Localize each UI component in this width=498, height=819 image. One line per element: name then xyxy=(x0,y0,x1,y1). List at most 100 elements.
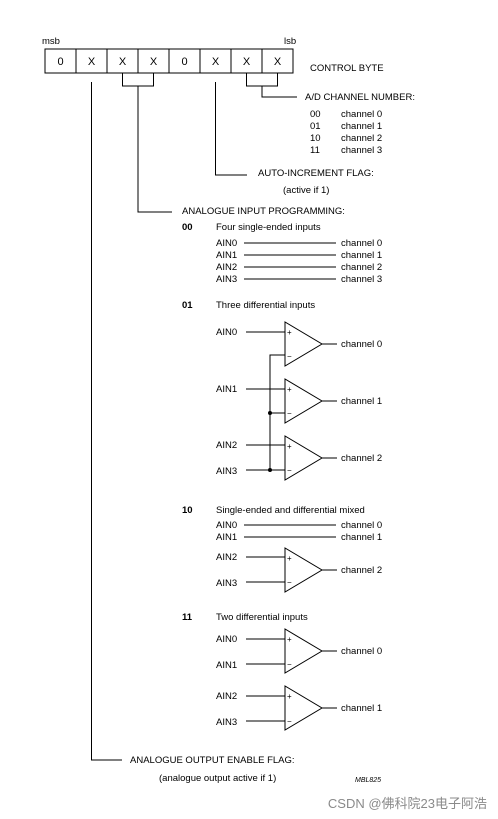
bit-6-value: X xyxy=(88,56,96,68)
bit-0-cell xyxy=(261,48,294,74)
control-byte-caption: CONTROL BYTE xyxy=(310,63,384,74)
mode-11-ch1: channel 1 xyxy=(341,703,382,714)
mode-01-opamp-2 xyxy=(284,435,323,481)
mode-01-ch2: channel 2 xyxy=(341,453,382,464)
mode-01-ain2: AIN2 xyxy=(216,440,237,451)
mode-01-opamp-1-minus: − xyxy=(287,409,292,418)
mode-10-ain3: AIN3 xyxy=(216,578,237,589)
mode-11-code: 11 xyxy=(182,612,193,623)
mode-01-ain3: AIN3 xyxy=(216,466,237,477)
mode-00-ain0: AIN0 xyxy=(216,238,237,249)
mode-00-ch1: channel 1 xyxy=(341,250,382,261)
mode-10-ain2: AIN2 xyxy=(216,552,237,563)
mode-01-opamp-0 xyxy=(284,321,323,367)
mode-10-ain1: AIN1 xyxy=(216,532,237,543)
mode-00-ch0: channel 0 xyxy=(341,238,382,249)
mode-01-opamp-0-minus: − xyxy=(287,352,292,361)
mode-10-opamp-minus: − xyxy=(287,578,292,587)
channel-label-1: channel 1 xyxy=(341,121,382,132)
channel-code-00: 00 xyxy=(310,109,321,120)
channel-code-11: 11 xyxy=(310,145,320,156)
channel-label-3: channel 3 xyxy=(341,145,382,156)
mode-00-ain2: AIN2 xyxy=(216,262,237,273)
mode-11-ain1: AIN1 xyxy=(216,660,237,671)
mode-10-ch0: channel 0 xyxy=(341,520,382,531)
mode-11-opamp-1-plus: + xyxy=(287,692,292,701)
bit-5-value: X xyxy=(119,56,127,68)
mode-01-opamp-2-plus: + xyxy=(287,442,292,451)
mode-01-opamp-1-plus: + xyxy=(287,385,292,394)
mode-10-ch2: channel 2 xyxy=(341,565,382,576)
mode-01-opamp-0-plus: + xyxy=(287,328,292,337)
mode-00-desc: Four single-ended inputs xyxy=(216,222,321,233)
auto-increment-leader xyxy=(215,82,247,176)
auto-increment-title: AUTO-INCREMENT FLAG: xyxy=(258,168,374,179)
mode-10-code: 10 xyxy=(182,505,193,516)
auto-increment-note: (active if 1) xyxy=(283,185,329,196)
mode-01-ain0: AIN0 xyxy=(216,327,237,338)
mode-01-ain3-bus xyxy=(269,354,285,470)
channel-number-bracket xyxy=(246,73,297,98)
mode-10-circuit: AIN0 AIN1 channel 0 channel 1 AIN2 AIN3 … xyxy=(216,520,382,593)
mode-10-ain0: AIN0 xyxy=(216,520,237,531)
bit-7-cell xyxy=(44,48,77,74)
mode-10-opamp-plus: + xyxy=(287,554,292,563)
bit-0-value: X xyxy=(274,56,282,68)
output-enable-leader xyxy=(91,82,122,761)
mode-11-opamp-1 xyxy=(284,685,323,731)
figure-tag: MBL825 xyxy=(355,777,381,784)
mode-01-junction-b xyxy=(268,468,272,472)
mode-01-ain1: AIN1 xyxy=(216,384,237,395)
bit-2-value: X xyxy=(212,56,220,68)
mode-00-lines: AIN0 AIN1 AIN2 AIN3 channel 0 channel 1 … xyxy=(216,238,382,285)
mode-00-ch3: channel 3 xyxy=(341,274,382,285)
mode-11-desc: Two differential inputs xyxy=(216,612,308,623)
channel-code-10: 10 xyxy=(310,133,321,144)
channel-number-title: A/D CHANNEL NUMBER: xyxy=(305,92,415,103)
lsb-label: lsb xyxy=(284,36,296,47)
mode-10-ch1: channel 1 xyxy=(341,532,382,543)
mode-11-opamp-1-minus: − xyxy=(287,717,292,726)
channel-code-01: 01 xyxy=(310,121,321,132)
bit-1-value: X xyxy=(243,56,251,68)
mode-00-ain3: AIN3 xyxy=(216,274,237,285)
output-enable-title: ANALOGUE OUTPUT ENABLE FLAG: xyxy=(130,755,295,766)
channel-label-0: channel 0 xyxy=(341,109,382,120)
watermark: CSDN @佛科院23电子阿浩 xyxy=(328,796,487,811)
mode-01-opamp-2-minus: − xyxy=(287,466,292,475)
msb-label: msb xyxy=(42,36,60,47)
mode-10-desc: Single-ended and differential mixed xyxy=(216,505,365,516)
mode-11-ain3: AIN3 xyxy=(216,717,237,728)
bit-4-value: X xyxy=(150,56,158,68)
input-programming-bracket xyxy=(122,73,172,213)
input-programming-title: ANALOGUE INPUT PROGRAMMING: xyxy=(182,206,345,217)
output-enable-note: (analogue output active if 1) xyxy=(159,773,276,784)
mode-01-opamp-1 xyxy=(284,378,323,424)
mode-01-ch0: channel 0 xyxy=(341,339,382,350)
mode-11-opamp-0-plus: + xyxy=(287,635,292,644)
mode-00-code: 00 xyxy=(182,222,193,233)
mode-11-circuit: AIN0 AIN1 AIN2 AIN3 + − + − channel 0 ch… xyxy=(216,628,382,731)
control-byte-bits: 0 X X X 0 X X X xyxy=(44,48,294,74)
mode-01-junction-a xyxy=(268,411,272,415)
bit-2-cell xyxy=(199,48,232,74)
channel-label-2: channel 2 xyxy=(341,133,382,144)
mode-00-ch2: channel 2 xyxy=(341,262,382,273)
mode-11-opamp-0-minus: − xyxy=(287,660,292,669)
bit-7-value: 0 xyxy=(57,56,63,68)
mode-00-ain1: AIN1 xyxy=(216,250,237,261)
bit-3-value: 0 xyxy=(181,56,187,68)
mode-01-circuit: AIN0 AIN1 AIN2 AIN3 + − + − + − channel … xyxy=(216,321,382,481)
mode-01-ch1: channel 1 xyxy=(341,396,382,407)
mode-11-ain2: AIN2 xyxy=(216,691,237,702)
mode-10-opamp xyxy=(284,547,323,593)
mode-11-ain0: AIN0 xyxy=(216,634,237,645)
bit-6-cell xyxy=(75,48,108,74)
bit-3-cell xyxy=(168,48,201,74)
mode-11-opamp-0 xyxy=(284,628,323,674)
mode-01-code: 01 xyxy=(182,300,193,311)
mode-11-ch0: channel 0 xyxy=(341,646,382,657)
mode-01-desc: Three differential inputs xyxy=(216,300,315,311)
